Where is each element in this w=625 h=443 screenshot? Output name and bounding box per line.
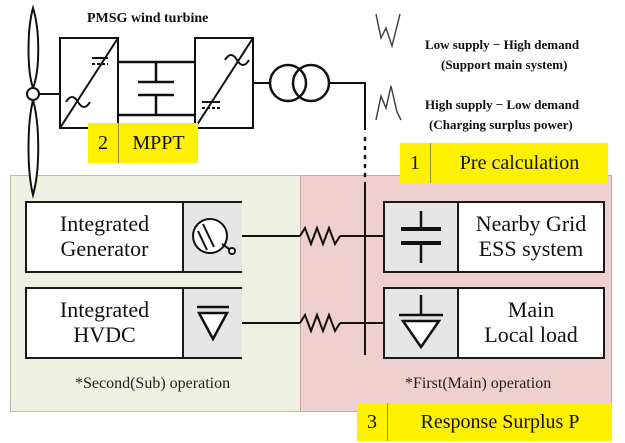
generator-icon-cell: [182, 203, 242, 271]
wind-turbine-icon: [26, 4, 60, 199]
integrated-generator-label: Integrated Generator: [27, 211, 182, 262]
step-number: 1: [400, 143, 431, 183]
generator-icon: [192, 218, 236, 255]
integrated-hvdc-label: Integrated HVDC: [27, 297, 182, 348]
main-local-load-box: Main Local load: [383, 287, 605, 359]
integrated-hvdc-box: Integrated HVDC: [25, 287, 242, 359]
turbine-title: PMSG wind turbine: [87, 11, 209, 26]
box-label-line2: Generator: [60, 236, 149, 262]
box-label-line1: Nearby Grid: [475, 211, 587, 236]
legend-low-supply-line1: Low supply − High demand: [425, 37, 580, 52]
step-label: Pre calculation: [459, 151, 580, 174]
step-tag-response-surplus: 3 Response Surplus P: [357, 403, 612, 441]
first-operation-note: *First(Main) operation: [405, 375, 552, 392]
second-operation-note: *Second(Sub) operation: [75, 375, 231, 392]
nearby-grid-ess-label: Nearby Grid ESS system: [459, 211, 603, 262]
diode-icon: [196, 305, 230, 342]
legend-high-supply-line1: High supply − Low demand: [425, 97, 580, 112]
legend-high-supply-line2: (Charging surplus power): [429, 116, 573, 132]
step-tag-mppt: 2 MPPT: [88, 123, 198, 163]
low-supply-sparkline-icon: [375, 13, 401, 49]
load-icon-cell: [385, 289, 459, 357]
box-label-line2: Local load: [484, 322, 578, 348]
box-label-line1: Integrated: [59, 211, 150, 236]
main-local-load-label: Main Local load: [459, 297, 603, 348]
step-label: Response Surplus P: [420, 410, 580, 433]
box-label-line1: Integrated: [59, 297, 150, 322]
dc-link-capacitor-icon: [118, 60, 195, 117]
hvdc-icon-cell: [182, 289, 242, 357]
box-label-line2: ESS system: [478, 236, 584, 262]
ess-icon-cell: [385, 203, 459, 271]
generator-line-resistor: [242, 225, 365, 247]
ground-load-icon: [399, 295, 443, 350]
dc-ac-inverter-icon: [194, 37, 254, 129]
legend-low-supply: Low supply − High demand (Support main s…: [425, 35, 579, 74]
hvdc-line-resistor: [242, 312, 365, 334]
transformer-icon: [268, 63, 331, 103]
step-label: MPPT: [132, 131, 185, 154]
nearby-grid-ess-box: Nearby Grid ESS system: [383, 201, 605, 273]
ac-dc-converter-icon: [59, 37, 119, 129]
high-supply-sparkline-icon: [375, 85, 402, 121]
step-number: 3: [357, 403, 388, 441]
integrated-generator-box: Integrated Generator: [25, 201, 242, 273]
legend-low-supply-line2: (Support main system): [441, 56, 568, 72]
step-tag-pre-calculation: 1 Pre calculation: [400, 143, 608, 183]
capacitor-icon: [401, 211, 441, 263]
legend-high-supply: High supply − Low demand (Charging surpl…: [425, 95, 579, 134]
box-label-line2: HVDC: [73, 322, 136, 348]
box-label-line1: Main: [507, 297, 555, 322]
step-number: 2: [88, 123, 119, 163]
